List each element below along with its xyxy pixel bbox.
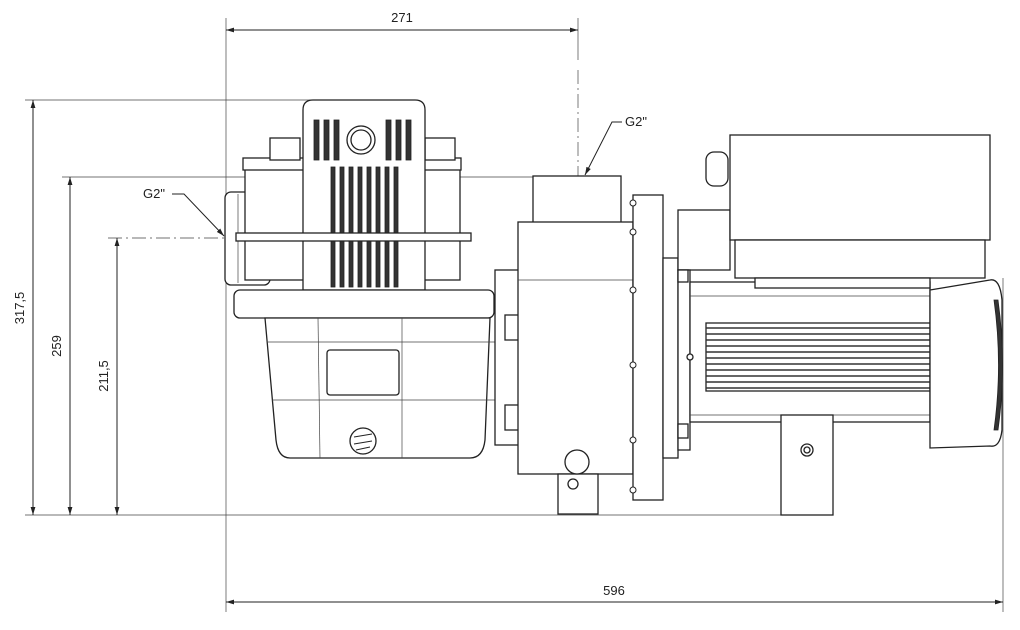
outlet-callout: G2"	[584, 114, 647, 176]
label-plate	[326, 349, 400, 396]
dim-label-211-5: 211,5	[96, 360, 111, 392]
clamp-ring	[233, 289, 495, 319]
terminal-box	[729, 134, 991, 241]
volute-drain-plug	[564, 449, 590, 475]
pump-volute	[517, 175, 679, 515]
fan-cover	[929, 279, 1003, 449]
dim-label-596: 596	[603, 583, 625, 598]
dimension-lines	[30, 27, 1003, 605]
inlet-thread-label: G2"	[143, 186, 165, 201]
pump-flange	[632, 194, 664, 501]
volute-foot	[557, 473, 599, 515]
outlet-port	[532, 175, 622, 225]
outlet-thread-label: G2"	[625, 114, 647, 129]
dim-label-271: 271	[391, 10, 413, 25]
volute-body	[517, 221, 634, 475]
inlet-callout: G2"	[143, 186, 225, 237]
motor	[677, 134, 1003, 516]
drain-plug	[349, 427, 377, 455]
dim-label-317-5: 317,5	[12, 292, 27, 325]
motor-foot	[780, 414, 834, 516]
dim-label-259: 259	[49, 335, 64, 357]
strainer-housing	[224, 99, 521, 459]
motor-adapter	[677, 209, 731, 271]
cable-gland	[705, 151, 729, 187]
